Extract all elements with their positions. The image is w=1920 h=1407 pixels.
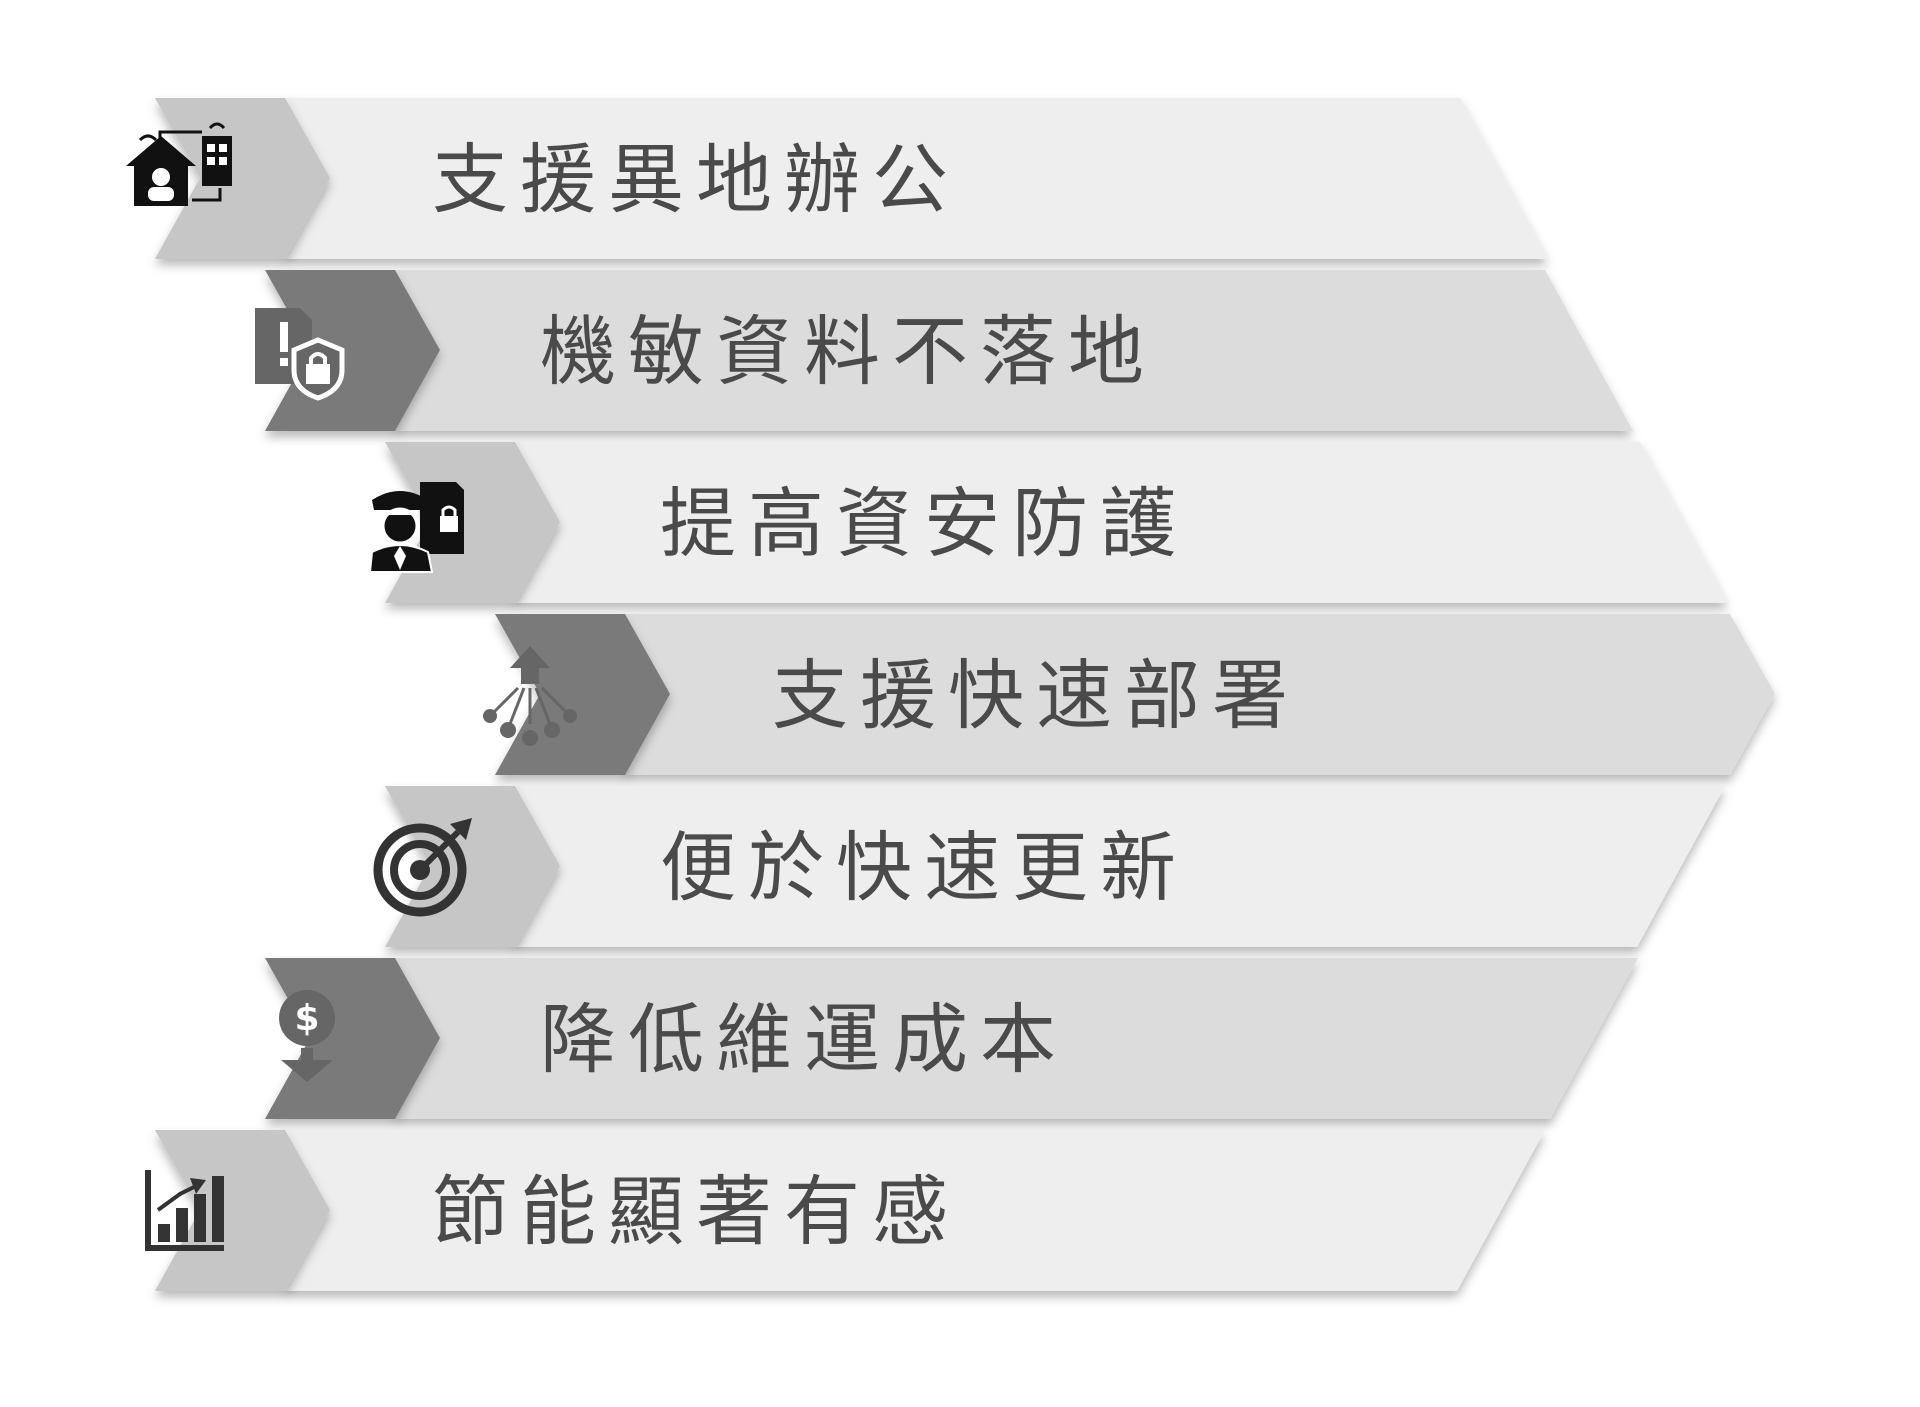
chevron-tab [155, 98, 330, 259]
cost-down-icon: $ [279, 990, 335, 1082]
bar-chart-icon [145, 1170, 224, 1251]
svg-text:$: $ [294, 998, 319, 1039]
deployment-icon [483, 646, 577, 746]
feature-banner [395, 958, 1638, 1119]
feature-banner [285, 98, 1548, 259]
feature-banner [515, 442, 1728, 603]
feature-label: 支援異地辦公 [432, 135, 960, 224]
feature-row: 節能顯著有感 [145, 1130, 1545, 1291]
feature-banner [395, 270, 1633, 431]
feature-row: 機敏資料不落地 [255, 270, 1633, 431]
feature-label: 機敏資料不落地 [540, 307, 1156, 396]
target-icon [373, 818, 472, 917]
remote-office-icon [126, 122, 232, 206]
feature-label: 節能顯著有感 [432, 1167, 960, 1256]
chevron-tab [495, 614, 670, 775]
security-guard-icon [368, 482, 464, 573]
feature-banner [625, 614, 1775, 775]
document-lock-icon [255, 308, 345, 401]
feature-row: 提高資安防護 [368, 442, 1728, 603]
feature-row: 便於快速更新 [373, 786, 1725, 947]
feature-label: 便於快速更新 [660, 823, 1188, 912]
feature-label: 降低維運成本 [540, 995, 1068, 1084]
feature-banner [285, 1130, 1545, 1291]
feature-label: 提高資安防護 [660, 479, 1188, 568]
feature-banner [515, 786, 1725, 947]
feature-row: 支援快速部署 [483, 614, 1775, 775]
feature-row: 支援異地辦公 [126, 98, 1548, 259]
feature-label: 支援快速部署 [772, 651, 1300, 740]
feature-row: $ 降低維運成本 [265, 958, 1638, 1119]
